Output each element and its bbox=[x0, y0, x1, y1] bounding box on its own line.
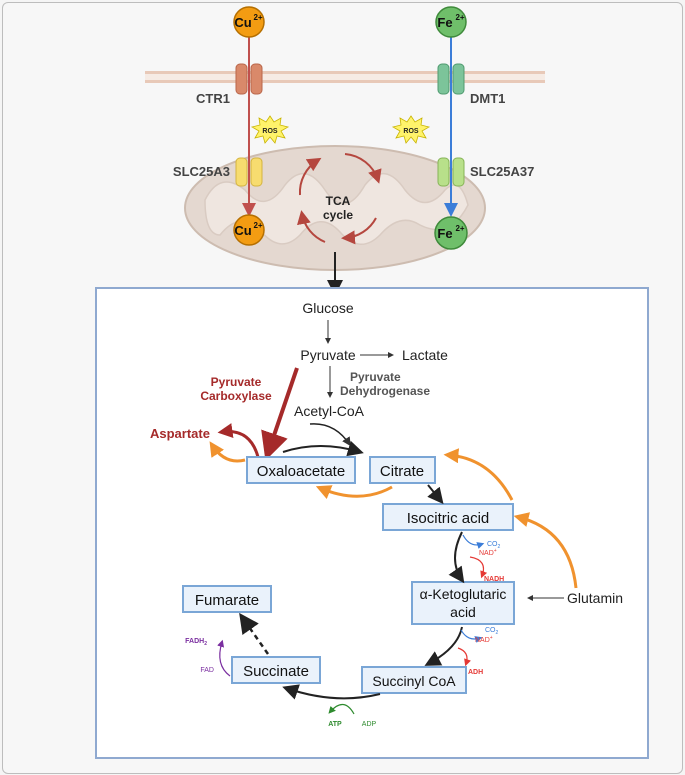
citrate-to-oxaloacetate-orange-arrow bbox=[315, 485, 393, 500]
oxaloacetate-to-aspartate-arrow bbox=[217, 423, 260, 458]
svg-text:Succinate: Succinate bbox=[243, 663, 309, 680]
fumarate-node: Fumarate bbox=[182, 585, 272, 613]
slc25a37-label: SLC25A37 bbox=[470, 164, 534, 179]
svg-text:Oxaloacetate: Oxaloacetate bbox=[257, 463, 345, 480]
svg-text:Citrate: Citrate bbox=[380, 463, 424, 480]
svg-text:α-Ketoglutaric: α-Ketoglutaric bbox=[420, 586, 507, 602]
svg-text:Fe: Fe bbox=[437, 15, 452, 30]
nadh-arrow-2 bbox=[457, 647, 471, 667]
fad-label: FAD bbox=[200, 667, 214, 674]
pyruvate-label: Pyruvate bbox=[300, 347, 355, 363]
succinylcoa-to-succinate-arrow bbox=[282, 684, 381, 700]
copper-ion-extracellular: Cu 2+ bbox=[233, 6, 265, 38]
fad-to-fadh2-arrow bbox=[217, 639, 231, 677]
svg-text:2+: 2+ bbox=[253, 221, 262, 230]
succinate-node: Succinate bbox=[231, 656, 321, 684]
svg-text:acid: acid bbox=[450, 604, 476, 620]
svg-text:Fumarate: Fumarate bbox=[195, 592, 259, 609]
svg-text:2+: 2+ bbox=[253, 13, 262, 22]
adp-label: ADP bbox=[362, 721, 377, 728]
nad-label-2: NAD+ bbox=[475, 635, 493, 644]
slc25a3-transporter bbox=[235, 157, 263, 187]
nadh-label-1: NADH bbox=[484, 576, 504, 583]
pdh-label-line1: Pyruvate bbox=[350, 370, 401, 384]
ros-burst-left: ROS bbox=[250, 115, 290, 144]
glucose-label: Glucose bbox=[302, 300, 354, 316]
fadh2-label: FADH2 bbox=[185, 638, 207, 647]
ctr1-transporter bbox=[235, 63, 263, 95]
acetyl-coa-label: Acetyl-CoA bbox=[294, 403, 365, 419]
lactate-label: Lactate bbox=[402, 347, 448, 363]
tca-label-line1: TCA bbox=[326, 194, 351, 208]
tca-label-line2: cycle bbox=[323, 208, 353, 222]
pc-label-line2: Carboxylase bbox=[200, 389, 272, 403]
mito-tca-cycle: TCA cycle bbox=[297, 153, 382, 245]
ctr1-label: CTR1 bbox=[196, 91, 230, 106]
citrate-to-isocitric-arrow bbox=[427, 484, 444, 505]
copper-ion-mitochondrial: Cu 2+ bbox=[233, 214, 265, 246]
svg-text:2+: 2+ bbox=[455, 13, 464, 22]
nadh-label-2: ADH bbox=[468, 669, 483, 676]
succinyl-coa-node: Succinyl CoA bbox=[361, 666, 467, 694]
succinate-to-fumarate-arrow bbox=[239, 612, 270, 655]
plasma-membrane bbox=[145, 71, 545, 83]
svg-text:ROS: ROS bbox=[403, 128, 419, 135]
glutamin-to-isocitric-orange-arrow bbox=[513, 512, 578, 589]
slc25a3-label: SLC25A3 bbox=[173, 164, 230, 179]
co2-release-arrow-2 bbox=[460, 629, 483, 643]
pyruvate-carboxylase-arrow bbox=[261, 367, 299, 461]
citrate-node: Citrate bbox=[369, 456, 436, 484]
isocitric-acid-node: Isocitric acid bbox=[382, 503, 514, 531]
oxaloacetate-to-citrate-arrow bbox=[282, 440, 364, 457]
ros-burst-right: ROS bbox=[391, 115, 431, 144]
iron-ion-extracellular: Fe 2+ bbox=[435, 6, 467, 38]
isocitric-to-akg-arrow bbox=[448, 531, 465, 584]
iron-ion-mitochondrial: Fe 2+ bbox=[434, 216, 468, 250]
svg-text:Cu: Cu bbox=[234, 223, 251, 238]
isocitric-to-citrate-orange-arrow bbox=[443, 448, 514, 501]
aspartate-feed-arrow bbox=[209, 441, 246, 463]
nadh-arrow-1 bbox=[469, 556, 488, 579]
dmt1-transporter bbox=[437, 63, 465, 95]
co2-label-1: CO2 bbox=[487, 541, 501, 550]
aspartate-label: Aspartate bbox=[150, 426, 210, 441]
nad-label-1: NAD+ bbox=[479, 548, 497, 557]
pc-label-line1: Pyruvate bbox=[211, 375, 262, 389]
svg-text:Isocitric acid: Isocitric acid bbox=[407, 510, 490, 527]
svg-text:Cu: Cu bbox=[234, 15, 251, 30]
co2-label-2: CO2 bbox=[485, 627, 499, 636]
co2-release-arrow-1 bbox=[462, 534, 485, 549]
svg-text:Fe: Fe bbox=[437, 226, 452, 241]
svg-text:2+: 2+ bbox=[455, 224, 464, 233]
svg-text:ROS: ROS bbox=[262, 128, 278, 135]
svg-text:Succinyl CoA: Succinyl CoA bbox=[372, 673, 456, 689]
atp-label: ATP bbox=[328, 721, 342, 728]
pdh-label-line2: Dehydrogenase bbox=[340, 384, 430, 398]
alpha-ketoglutaric-acid-node: α-Ketoglutaric acid bbox=[411, 581, 515, 625]
oxaloacetate-node: Oxaloacetate bbox=[246, 456, 356, 484]
slc25a37-transporter bbox=[437, 157, 465, 187]
glutamin-label: Glutamin bbox=[567, 590, 623, 606]
dmt1-label: DMT1 bbox=[470, 91, 505, 106]
adp-to-atp-arrow bbox=[328, 703, 355, 715]
